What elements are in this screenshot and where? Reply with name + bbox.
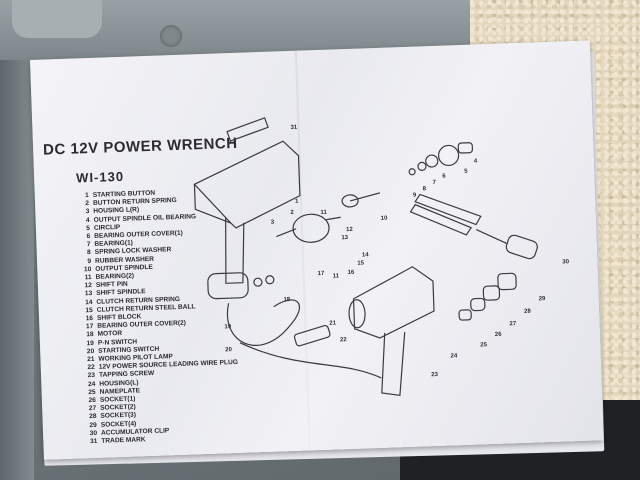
svg-text:13: 13 [341, 235, 349, 241]
svg-text:11: 11 [320, 210, 327, 216]
svg-text:28: 28 [524, 309, 532, 315]
svg-text:5: 5 [464, 169, 468, 175]
housing-r-drawing [193, 117, 301, 284]
sockets-drawing [458, 272, 517, 321]
svg-text:31: 31 [290, 125, 298, 131]
svg-text:27: 27 [509, 321, 517, 327]
svg-text:19: 19 [224, 324, 232, 330]
svg-text:4: 4 [474, 158, 478, 164]
callout-labels: 31 1 2 3 11 10 13 12 4 5 6 7 8 9 30 14 1… [224, 125, 570, 378]
case-latch [12, 0, 102, 38]
svg-text:21: 21 [329, 320, 337, 326]
case-hinge-knob [160, 25, 182, 47]
svg-text:25: 25 [480, 342, 488, 348]
motor-wiring-drawing [207, 272, 382, 379]
svg-text:30: 30 [562, 259, 570, 265]
housing-l-drawing [348, 266, 435, 396]
svg-text:7: 7 [432, 180, 436, 186]
svg-text:12: 12 [346, 227, 354, 233]
spindle-assembly-drawing [276, 192, 381, 243]
svg-text:24: 24 [450, 353, 458, 359]
svg-text:8: 8 [423, 186, 427, 192]
exploded-view-diagram: 31 1 2 3 11 10 13 12 4 5 6 7 8 9 30 14 1… [193, 117, 570, 396]
svg-text:20: 20 [225, 347, 233, 353]
svg-text:29: 29 [539, 296, 547, 302]
svg-text:23: 23 [431, 372, 439, 378]
svg-text:9: 9 [413, 193, 417, 199]
svg-text:10: 10 [381, 216, 389, 222]
accumulator-clip-drawing [409, 193, 538, 260]
washers-drawing [408, 142, 473, 176]
svg-text:6: 6 [442, 174, 446, 180]
svg-text:3: 3 [271, 220, 275, 226]
svg-text:16: 16 [348, 270, 356, 276]
svg-text:17: 17 [318, 271, 326, 277]
case-edge [0, 60, 34, 480]
svg-text:14: 14 [362, 252, 370, 258]
svg-text:15: 15 [357, 260, 365, 266]
model-number: WI-130 [75, 168, 125, 186]
svg-text:2: 2 [290, 210, 294, 216]
svg-text:1: 1 [295, 199, 299, 205]
svg-text:22: 22 [340, 337, 348, 343]
svg-text:26: 26 [495, 332, 503, 338]
svg-text:11: 11 [333, 273, 340, 279]
svg-text:18: 18 [283, 297, 291, 303]
